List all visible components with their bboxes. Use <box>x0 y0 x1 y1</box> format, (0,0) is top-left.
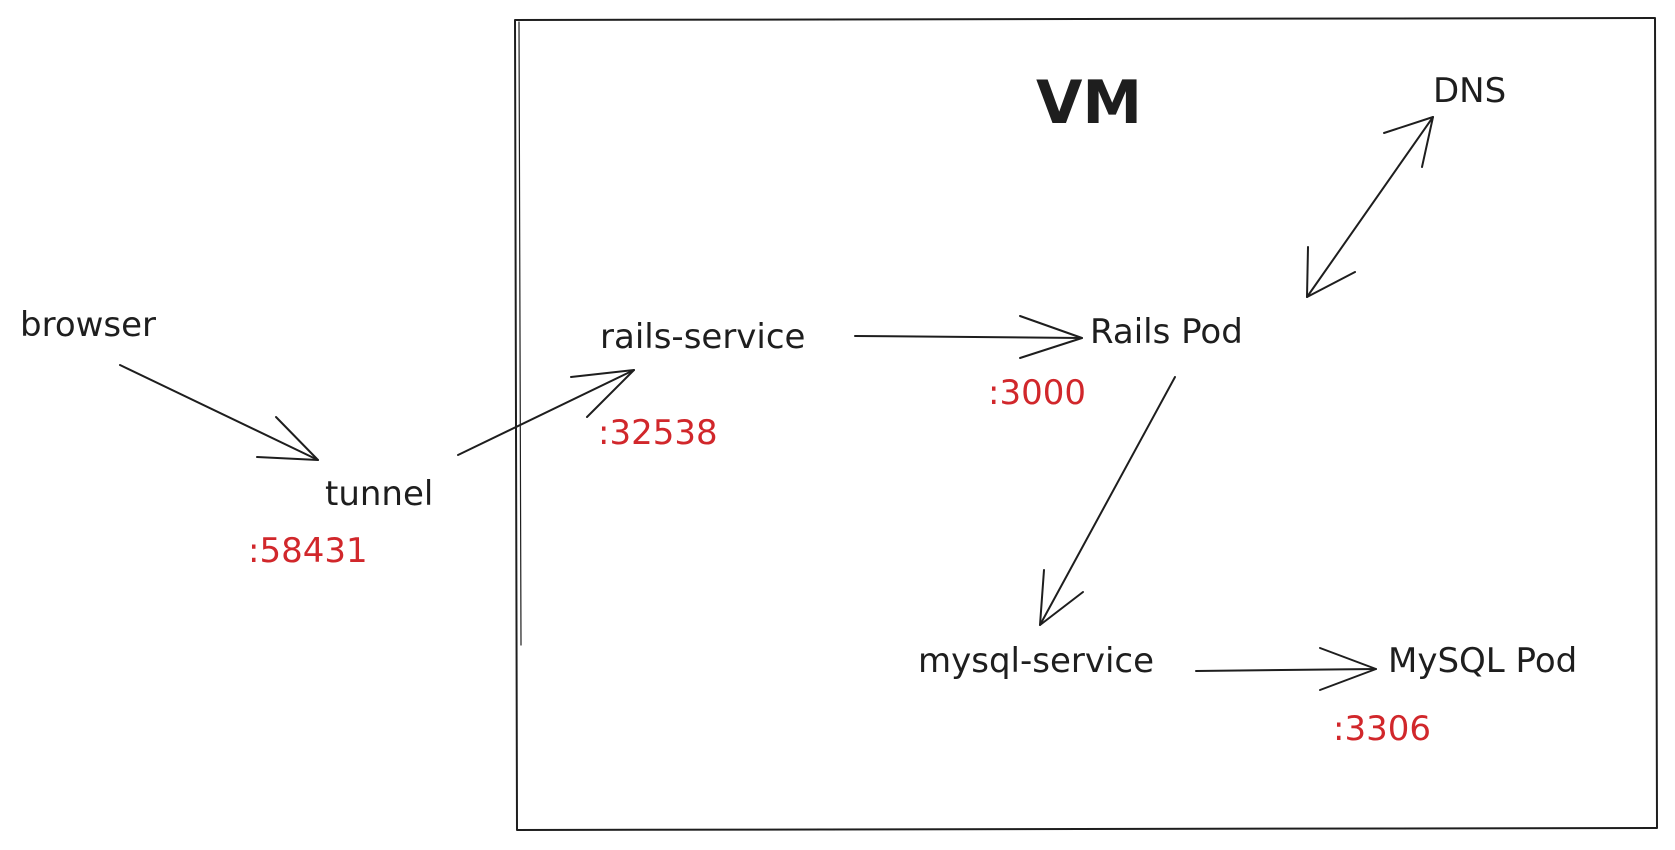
arrow-browser-to-tunnel <box>119 364 319 461</box>
vm-boundary <box>514 17 1658 831</box>
node-dns-label: DNS <box>1433 71 1506 111</box>
vm-title: VM <box>1036 68 1142 138</box>
node-rails-service-port: :32538 <box>598 413 718 453</box>
node-tunnel-label: tunnel <box>325 474 433 514</box>
node-rails-pod-port: :3000 <box>988 373 1086 413</box>
node-mysql-pod-port: :3306 <box>1333 709 1431 749</box>
arrow-mysql-service-to-mysql-pod <box>1195 647 1377 691</box>
node-mysql-service-label: mysql-service <box>918 641 1154 681</box>
node-rails-service-label: rails-service <box>600 317 805 357</box>
node-mysql-pod-label: MySQL Pod <box>1388 641 1577 681</box>
arrow-rails-pod-dns-bidirectional <box>1306 116 1434 298</box>
node-tunnel-port: :58431 <box>248 531 368 571</box>
arrow-rails-service-to-rails-pod <box>854 315 1083 359</box>
arrow-rails-pod-to-mysql-service <box>1039 376 1176 626</box>
arrow-tunnel-to-rails-service <box>457 369 635 456</box>
node-browser-label: browser <box>20 305 156 345</box>
node-rails-pod-label: Rails Pod <box>1090 312 1243 352</box>
